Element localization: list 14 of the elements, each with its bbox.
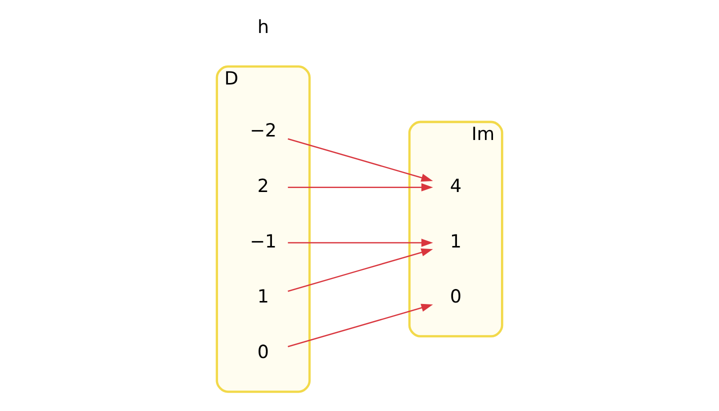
node-text: 0 xyxy=(450,286,462,308)
node-text: 4 xyxy=(450,176,462,197)
label: h xyxy=(257,16,269,38)
arrow xyxy=(288,238,434,247)
arrow xyxy=(288,304,433,348)
node-text: 1 xyxy=(450,231,462,252)
arrow xyxy=(288,138,433,182)
node-text: 1 xyxy=(257,286,270,308)
arrow xyxy=(288,248,433,292)
node-text: −2 xyxy=(250,120,277,142)
arrow xyxy=(288,183,434,192)
node-text: 2 xyxy=(257,176,270,197)
node-text: 0 xyxy=(257,342,270,364)
node-text: −1 xyxy=(250,231,277,252)
